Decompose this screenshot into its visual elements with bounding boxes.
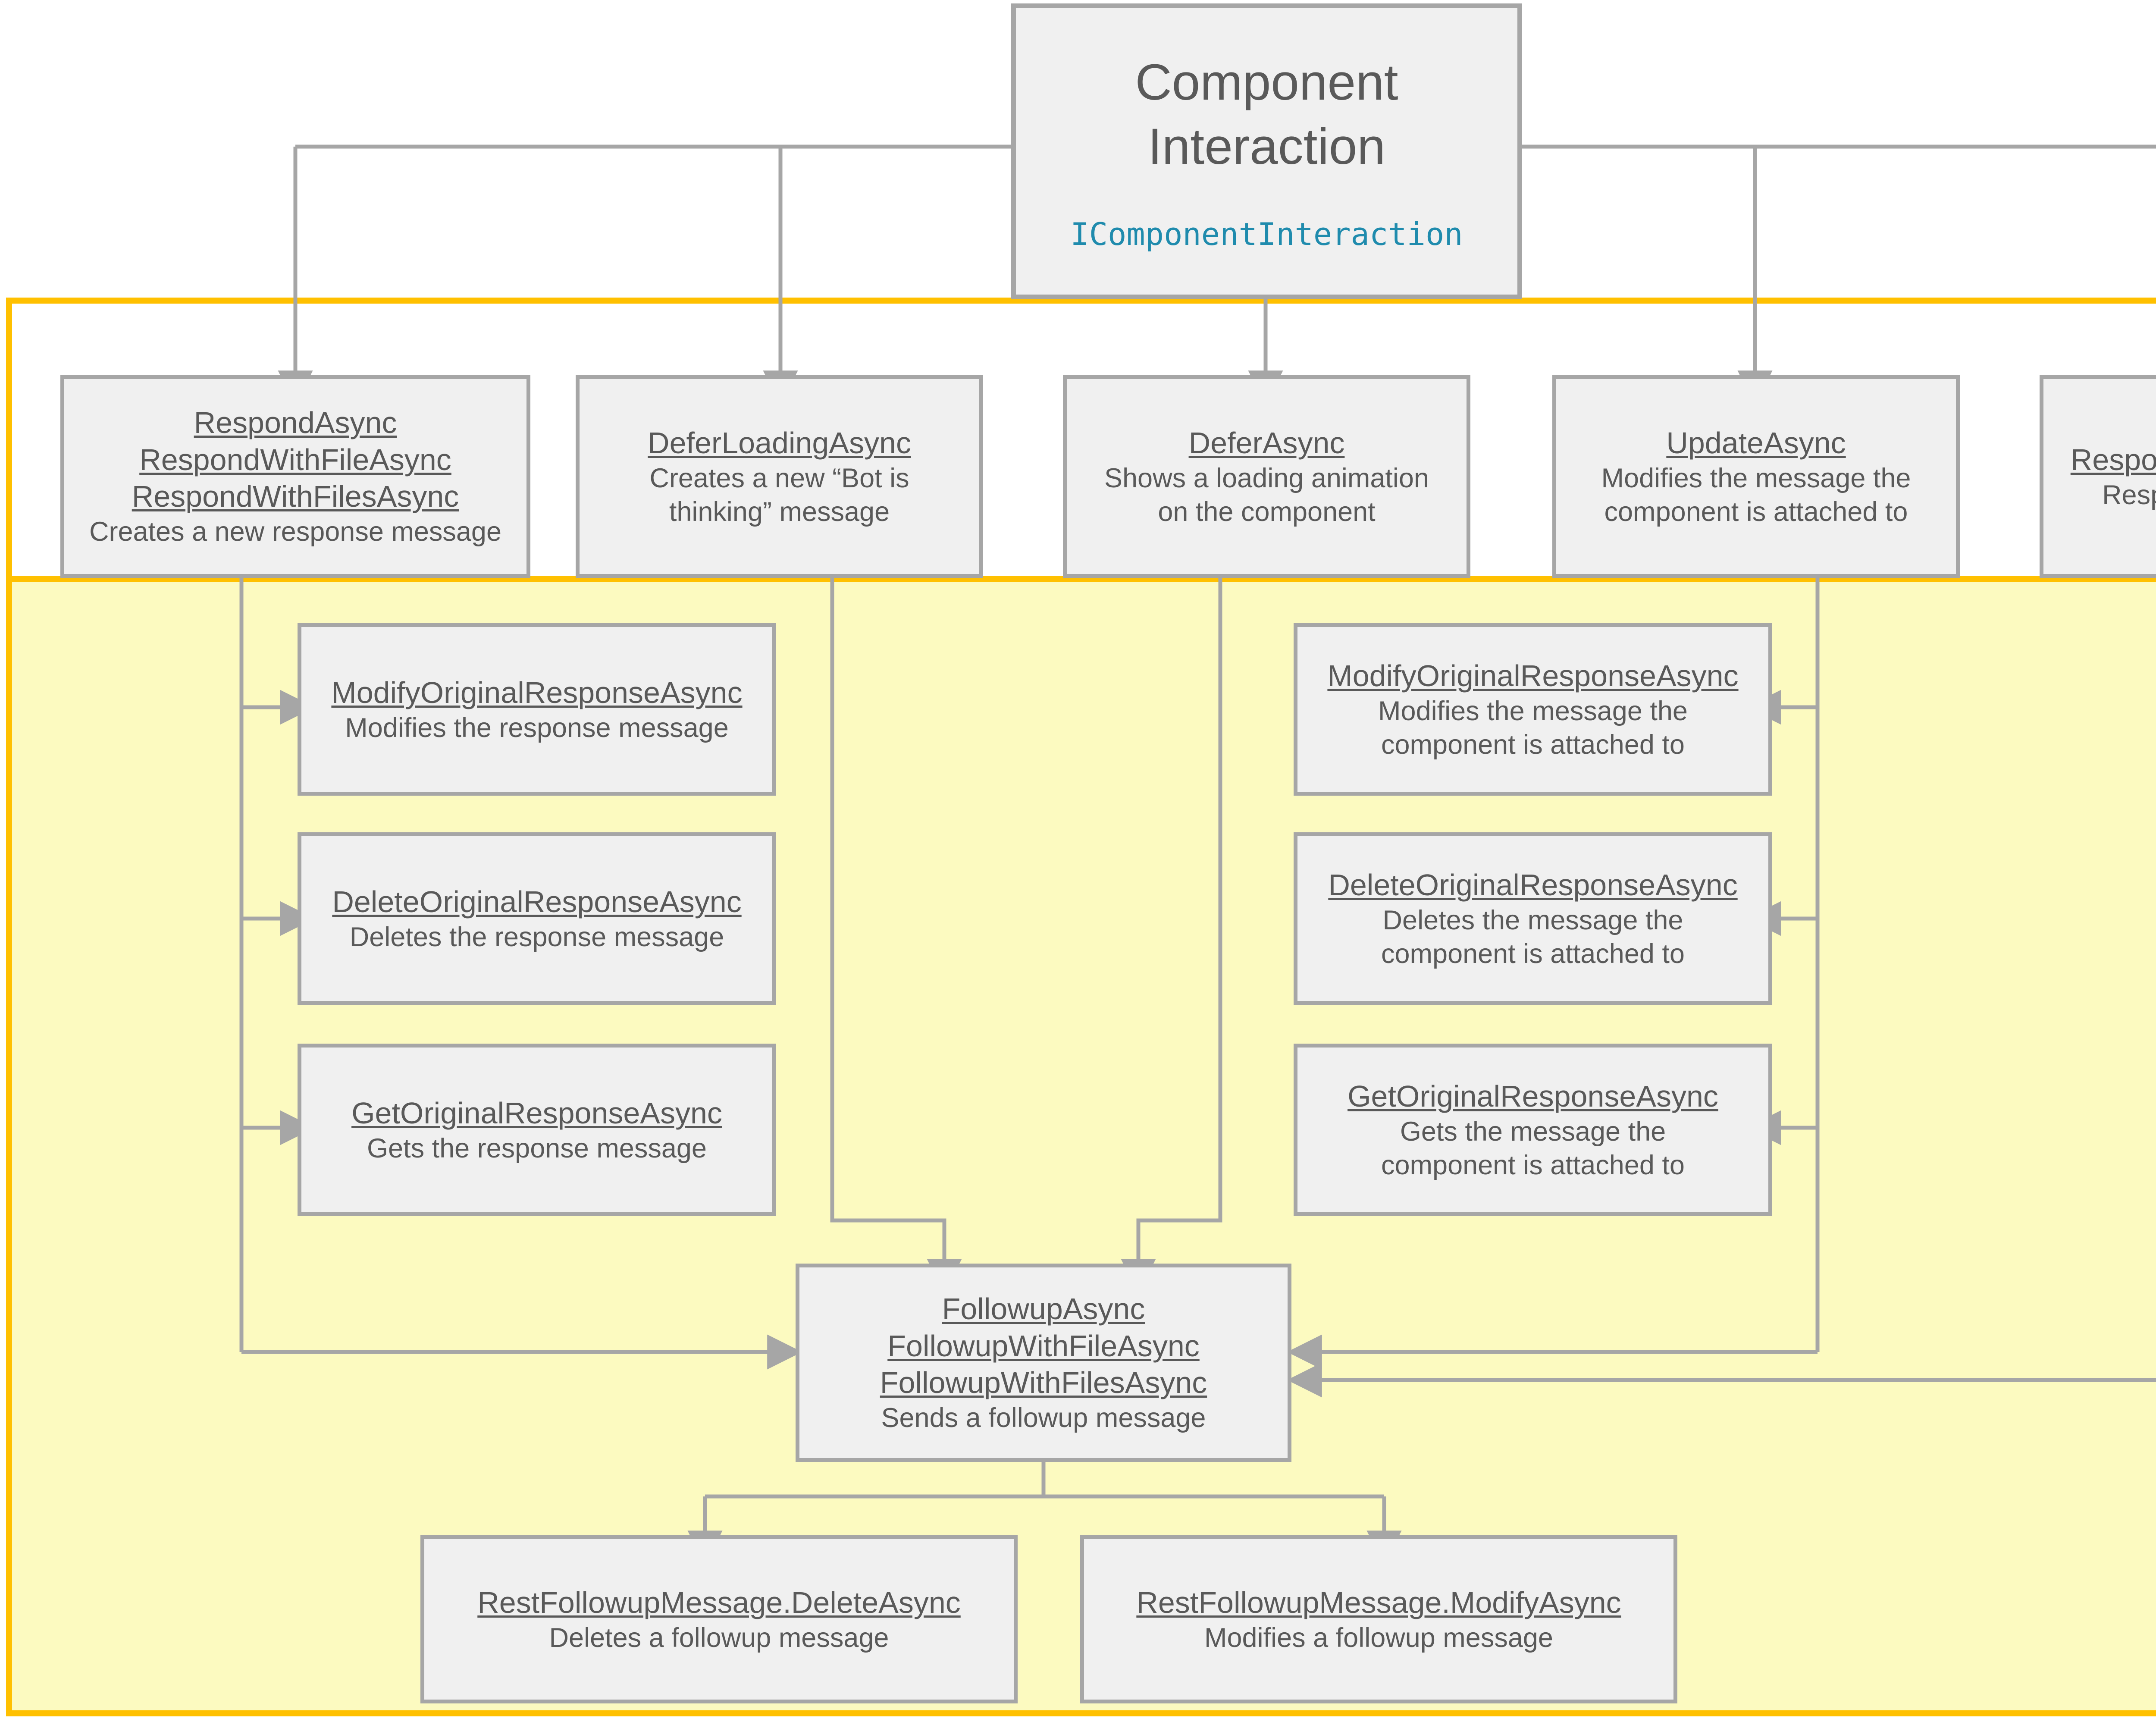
node-description: Creates a new “Bot is: [649, 463, 909, 494]
node-title: DeleteOriginalResponseAsync: [1328, 868, 1738, 902]
edge-defer-followup: [1121, 578, 1222, 1294]
node-description: Creates a new response message: [89, 517, 501, 547]
node-description: Deletes the message the: [1382, 905, 1683, 936]
node-title: RespondWithModalAsync: [2070, 442, 2156, 477]
node-title: RespondAsync: [194, 406, 397, 440]
node-title: FollowupWithFileAsync: [887, 1329, 1200, 1363]
node-description: Gets the response message: [367, 1133, 707, 1164]
edge-deferloading-followup: [830, 578, 962, 1294]
node-description: on the component: [1158, 496, 1376, 527]
edge-modal-followup: [1287, 1362, 2156, 1398]
node-title: RespondWithFilesAsync: [132, 479, 459, 513]
node-description: Sends a followup message: [881, 1403, 1206, 1433]
node-description: component is attached to: [1604, 496, 1908, 527]
node-delete-original-response-right[interactable]: DeleteOriginalResponseAsync Deletes the …: [1294, 832, 1772, 1005]
node-title: ModifyOriginalResponseAsync: [331, 675, 743, 709]
node-description: Gets the message the: [1400, 1117, 1666, 1147]
node-description: component is attached to: [1381, 938, 1685, 969]
node-description: Responds with a modal: [2102, 480, 2156, 510]
node-description: Deletes a followup message: [549, 1622, 889, 1653]
node-title: UpdateAsync: [1666, 426, 1846, 460]
node-followup-async[interactable]: FollowupAsync FollowupWithFileAsync Foll…: [796, 1264, 1291, 1462]
node-title: RestFollowupMessage.ModifyAsync: [1136, 1585, 1621, 1619]
node-description: Modifies a followup message: [1204, 1622, 1553, 1653]
node-title: FollowupWithFilesAsync: [880, 1365, 1207, 1399]
node-respond-with-modal-async[interactable]: RespondWithModalAsync Responds with a mo…: [2040, 375, 2156, 578]
node-description: component is attached to: [1381, 729, 1685, 760]
root-title-line2: Interaction: [1148, 118, 1385, 175]
node-rest-followup-delete-async[interactable]: RestFollowupMessage.DeleteAsync Deletes …: [420, 1535, 1018, 1703]
node-description: thinking” message: [669, 496, 890, 527]
node-title: ModifyOriginalResponseAsync: [1327, 659, 1739, 693]
node-description: Modifies the message the: [1601, 463, 1911, 494]
node-title: FollowupAsync: [942, 1292, 1145, 1326]
node-description: component is attached to: [1381, 1150, 1685, 1180]
node-title: DeferLoadingAsync: [648, 426, 911, 460]
node-title: RespondWithFileAsync: [139, 442, 451, 477]
root-interface-label: IComponentInteraction: [1070, 216, 1463, 252]
node-description: Shows a loading animation: [1104, 463, 1429, 494]
node-title: DeferAsync: [1188, 426, 1345, 460]
node-update-async[interactable]: UpdateAsync Modifies the message the com…: [1552, 375, 1960, 578]
node-description: Deletes the response message: [349, 922, 724, 952]
node-delete-original-response-left[interactable]: DeleteOriginalResponseAsync Deletes the …: [298, 832, 776, 1005]
node-modify-original-response-right[interactable]: ModifyOriginalResponseAsync Modifies the…: [1294, 623, 1772, 796]
node-description: Modifies the response message: [345, 712, 729, 743]
node-title: GetOriginalResponseAsync: [351, 1096, 722, 1130]
node-get-original-response-left[interactable]: GetOriginalResponseAsync Gets the respon…: [298, 1044, 776, 1216]
node-defer-loading-async[interactable]: DeferLoadingAsync Creates a new “Bot is …: [576, 375, 983, 578]
root-title-line1: Component: [1135, 54, 1398, 111]
node-title: DeleteOriginalResponseAsync: [332, 884, 742, 919]
root-node-component-interaction[interactable]: Component Interaction IComponentInteract…: [1011, 3, 1522, 299]
node-defer-async[interactable]: DeferAsync Shows a loading animation on …: [1063, 375, 1470, 578]
node-get-original-response-right[interactable]: GetOriginalResponseAsync Gets the messag…: [1294, 1044, 1772, 1216]
node-title: RestFollowupMessage.DeleteAsync: [477, 1585, 961, 1619]
node-title: GetOriginalResponseAsync: [1348, 1079, 1718, 1113]
node-respond-async[interactable]: RespondAsync RespondWithFileAsync Respon…: [60, 375, 530, 578]
node-modify-original-response-left[interactable]: ModifyOriginalResponseAsync Modifies the…: [298, 623, 776, 796]
node-description: Modifies the message the: [1378, 696, 1688, 727]
node-rest-followup-modify-async[interactable]: RestFollowupMessage.ModifyAsync Modifies…: [1080, 1535, 1677, 1703]
